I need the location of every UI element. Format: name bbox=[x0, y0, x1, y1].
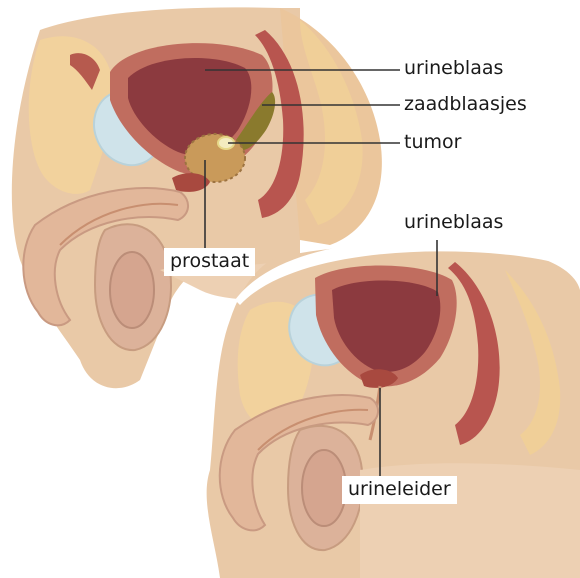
label-tumor: tumor bbox=[404, 133, 461, 152]
label-top-bladder: urineblaas bbox=[404, 59, 503, 78]
bottom-anatomy bbox=[207, 240, 580, 578]
label-seminal-vesicles: zaadblaasjes bbox=[404, 95, 527, 114]
label-urethra: urineleider bbox=[342, 476, 457, 504]
bottom-testis bbox=[302, 450, 346, 526]
top-testis bbox=[110, 252, 154, 328]
label-prostate: prostaat bbox=[164, 248, 255, 276]
label-bottom-bladder: urineblaas bbox=[404, 213, 503, 232]
